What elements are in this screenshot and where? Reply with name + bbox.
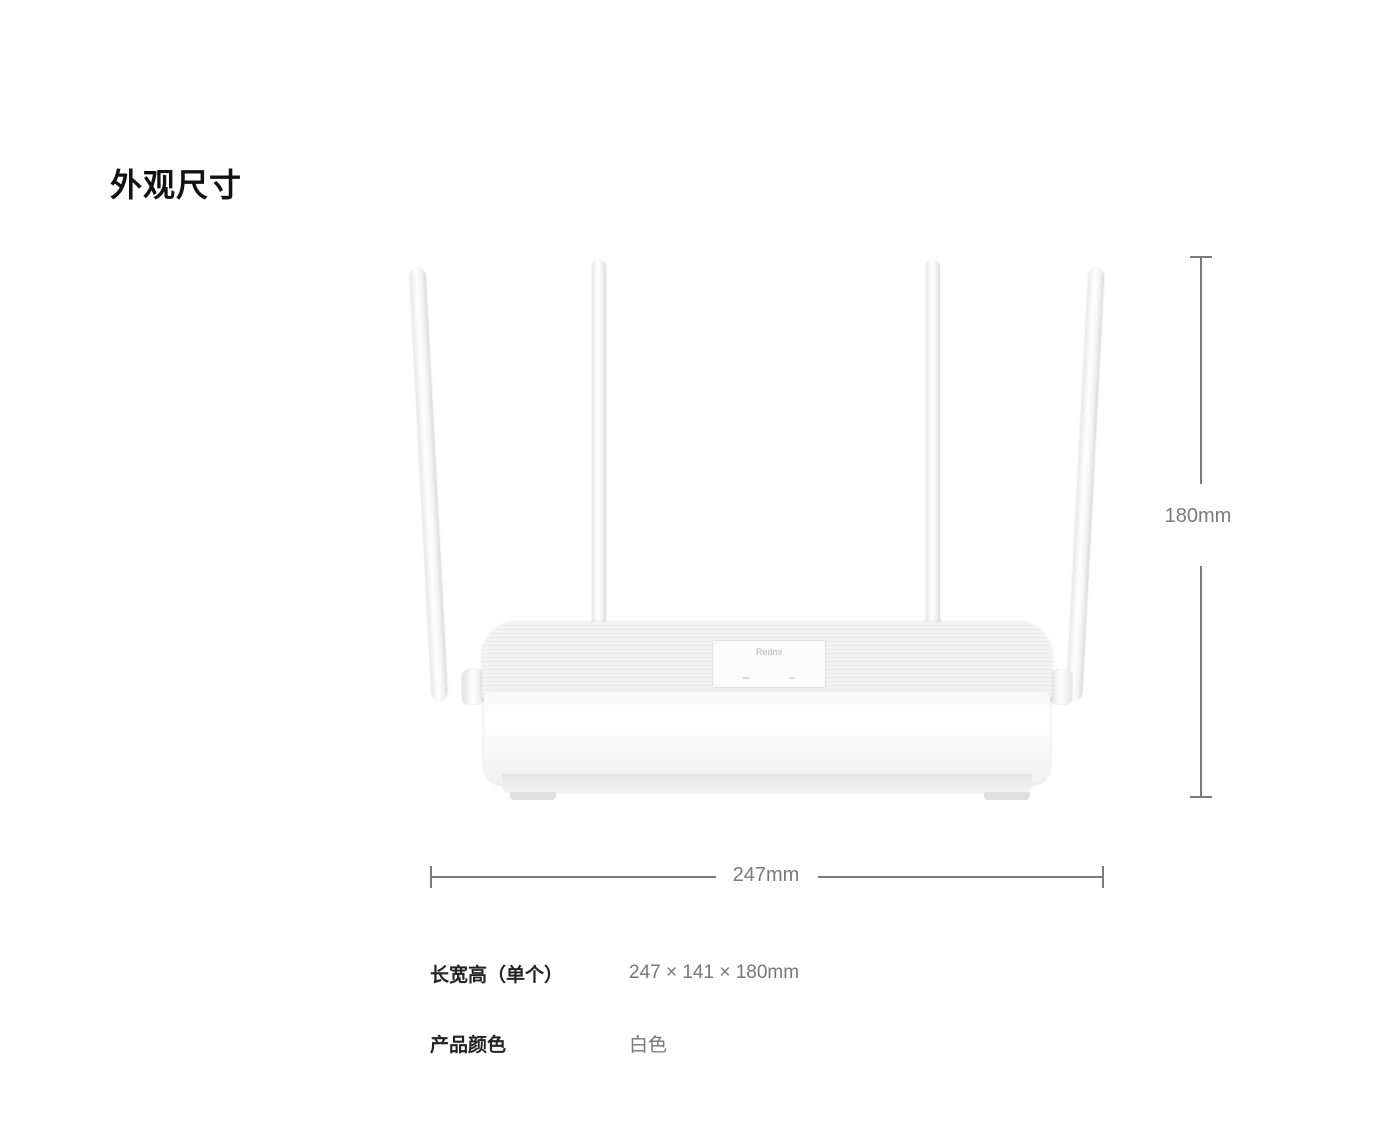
router-foot-right <box>984 792 1030 800</box>
status-lights <box>743 677 795 679</box>
width-dimension-line <box>430 866 1104 888</box>
spec-label: 长宽高（单个） <box>430 963 564 986</box>
height-dimension-label: 180mm <box>1164 505 1232 527</box>
dimension-cap-bottom <box>1190 796 1212 798</box>
spec-table: 长宽高（单个） 247 × 141 × 180mm 产品颜色 白色 <box>430 958 1030 1058</box>
height-dimension-line <box>1190 256 1212 798</box>
router-label-panel: Redmi <box>712 640 826 688</box>
antenna-inner-left <box>592 260 606 660</box>
width-dimension-label: 247mm <box>732 864 800 886</box>
antenna-outer-right <box>1066 268 1105 701</box>
router-product-image: Redmi <box>400 240 1140 840</box>
spec-value: 白色 <box>629 1034 668 1056</box>
dimension-line-segment <box>1200 256 1202 484</box>
router-logo: Redmi <box>755 647 782 657</box>
router-foot-left <box>510 792 556 800</box>
status-light <box>743 677 749 679</box>
spec-row-color: 产品颜色 白色 <box>430 1028 1030 1058</box>
router-front-panel <box>484 692 1050 784</box>
router-base <box>502 774 1032 794</box>
status-light <box>789 677 795 679</box>
spec-row-dimensions: 长宽高（单个） 247 × 141 × 180mm <box>430 958 1030 988</box>
dimension-line-segment <box>1200 566 1202 798</box>
antenna-hinge-right <box>1050 670 1072 704</box>
dimension-line-segment <box>430 876 716 878</box>
section-title: 外观尺寸 <box>110 166 243 204</box>
antenna-outer-left <box>409 268 448 701</box>
dimension-line-segment <box>818 876 1104 878</box>
spec-label: 产品颜色 <box>430 1033 507 1056</box>
antenna-hinge-left <box>462 670 484 704</box>
spec-value: 247 × 141 × 180mm <box>629 962 800 983</box>
antenna-inner-right <box>926 260 940 660</box>
dimension-cap-right <box>1102 866 1104 888</box>
